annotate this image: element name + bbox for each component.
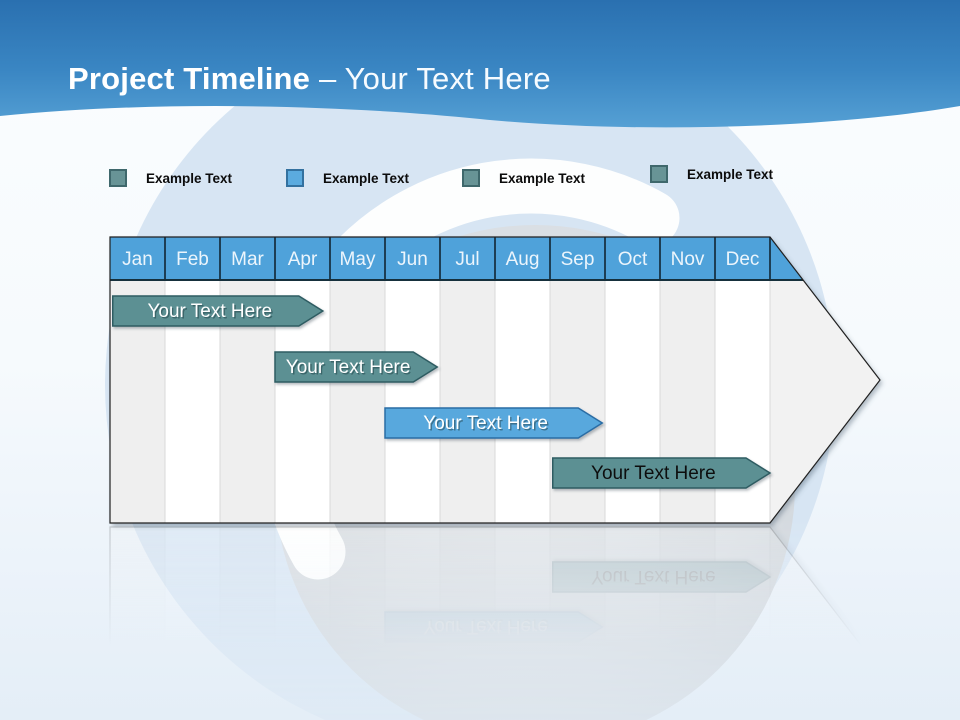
title-secondary: – Your Text Here (318, 61, 551, 96)
bar-label-shadow: Your Text Here (149, 302, 274, 323)
bar-label-shadow: Your Text Here (287, 358, 412, 379)
legend-label: Example Text (687, 166, 774, 182)
timeline-bar-shape (112, 295, 325, 327)
month-column-stripe (385, 280, 440, 523)
header-band (0, 0, 960, 128)
legend-label: Example Text (499, 170, 586, 186)
month-column-stripe (495, 280, 550, 523)
month-label: Jun (397, 249, 428, 270)
month-label: Apr (288, 249, 318, 270)
bar-label-shadow: Your Text Here (425, 414, 550, 435)
slide-title: Project Timeline – Your Text Here (68, 61, 551, 97)
month-label: Dec (726, 249, 760, 270)
month-label: Jul (455, 249, 479, 270)
legend-label: Example Text (323, 170, 410, 186)
month-label: May (340, 249, 376, 270)
timeline-reflection (110, 527, 880, 720)
header (0, 0, 960, 128)
legend-label: Example Text (146, 170, 233, 186)
timeline-bar-shape (274, 351, 439, 383)
month-label: Sep (561, 249, 595, 270)
month-label: Mar (231, 249, 264, 270)
month-label: Feb (176, 249, 209, 270)
title-primary: Project Timeline (68, 61, 311, 96)
legend-swatch (109, 169, 127, 187)
month-label: Aug (506, 249, 540, 270)
month-header-band (110, 237, 803, 280)
bar-label: Your Text Here (286, 357, 411, 378)
month-label: Oct (618, 249, 648, 270)
legend-item: Example Text (462, 169, 585, 187)
timeline-arrow-outline (109, 236, 881, 524)
bar-label: Your Text Here (423, 413, 548, 434)
month-label: Jan (122, 249, 153, 270)
legend-item: Example Text (109, 169, 232, 187)
bar-label: Your Text Here (591, 463, 716, 484)
month-column-stripe (330, 280, 385, 523)
timeline-bar: Your Text Here (552, 457, 772, 489)
timeline-bar-shape (552, 457, 772, 489)
bar-label: Your Text Here (147, 301, 272, 322)
month-column-stripe (440, 280, 495, 523)
timeline-bar-shape (384, 407, 604, 439)
legend-swatch (650, 165, 668, 183)
legend-swatch (286, 169, 304, 187)
month-label: Nov (671, 249, 705, 270)
timeline-main: Jan Feb Mar Apr May Jun Jul Aug Sep Oct Nov DecYour… (109, 236, 881, 524)
legend-item: Example Text (286, 169, 409, 187)
legend-item: Example Text (650, 165, 773, 183)
legend-swatch (462, 169, 480, 187)
